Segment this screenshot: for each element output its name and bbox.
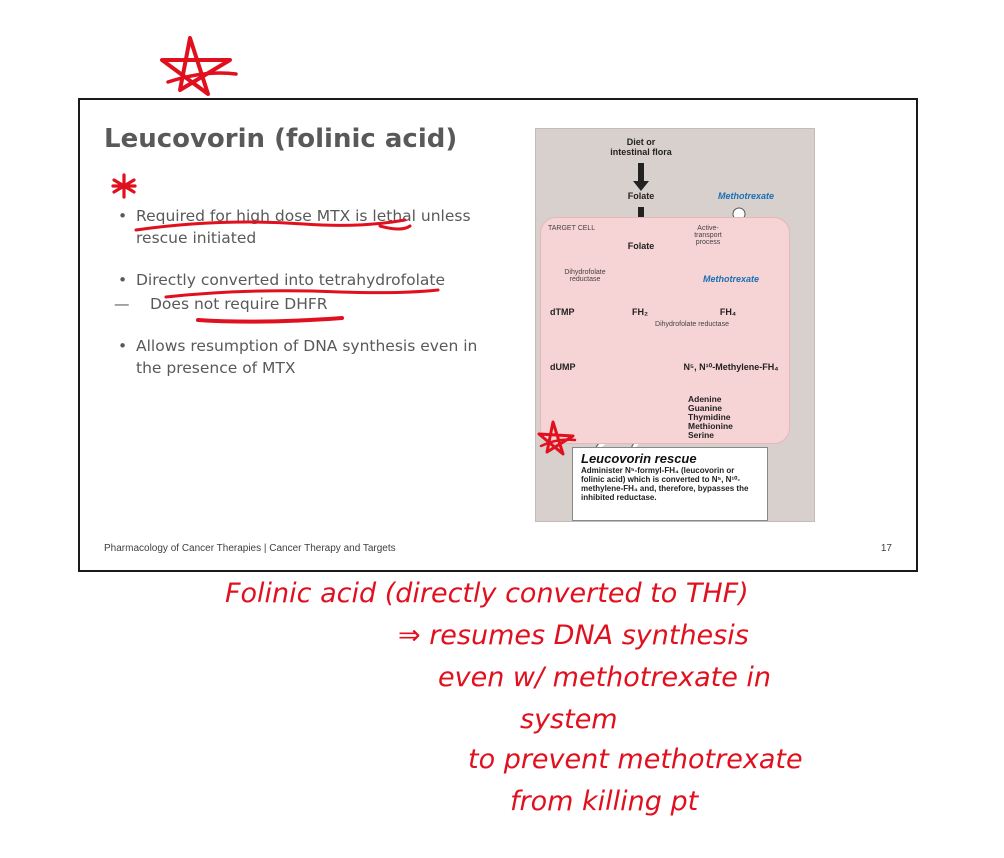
page-number: 17	[880, 543, 892, 554]
star-doodle-icon	[160, 36, 238, 96]
star-doodle-icon	[537, 420, 577, 456]
product-item: Adenine	[688, 394, 722, 404]
product-item: Serine	[688, 430, 714, 440]
handwritten-note-line: ⇒ resumes DNA synthesis	[398, 620, 749, 651]
dhf-reductase-mid-label: Dihydrofolate reductase	[655, 321, 729, 328]
leucovorin-rescue-box: Leucovorin rescue Administer N⁵-formyl-F…	[572, 447, 768, 521]
folate-cell-label: Folate	[627, 241, 655, 251]
folate-pathway-figure: Diet or intestinal flora	[535, 128, 815, 522]
handwritten-note-line: system	[520, 704, 618, 735]
sub-bullet-item: Does not require DHFR	[114, 293, 504, 315]
diet-label: Diet or intestinal flora	[610, 137, 672, 157]
slide-footer: Pharmacology of Cancer Therapies | Cance…	[104, 543, 396, 554]
dtmp-label: dTMP	[550, 307, 575, 317]
product-item: Thymidine	[688, 412, 731, 422]
bullet-list: Required for high dose MTX is lethal unl…	[114, 205, 504, 399]
methotrexate-cell-label: Methotrexate	[702, 274, 759, 284]
fh2-label: FH₂	[632, 307, 648, 317]
products-list: Adenine Guanine Thymidine Methionine Ser…	[688, 395, 768, 440]
dump-label: dUMP	[550, 362, 576, 372]
asterisk-doodle-icon	[111, 173, 137, 199]
active-transport-label: Active- transport process	[694, 225, 722, 246]
methotrexate-top-label: Methotrexate	[717, 191, 774, 201]
product-item: Methionine	[688, 421, 733, 431]
rescue-title: Leucovorin rescue	[581, 451, 697, 466]
product-item: Guanine	[688, 403, 723, 413]
bullet-item: Directly converted into tetrahydrofolate	[114, 269, 504, 291]
bullet-item: Required for high dose MTX is lethal unl…	[114, 205, 504, 249]
dhf-reductase-left-label: Dihydrofolate reductase	[564, 269, 606, 283]
slide: Leucovorin (folinic acid) Required for h…	[78, 98, 918, 572]
rescue-text: Administer N⁵-formyl-FH₄ (leucovorin or …	[581, 466, 749, 502]
target-cell-region	[540, 217, 790, 444]
target-cell-label: TARGET CELL	[548, 225, 596, 232]
bullet-item: Allows resumption of DNA synthesis even …	[114, 335, 504, 379]
methylene-label: N⁵, N¹⁰-Methylene-FH₄	[683, 362, 779, 372]
handwritten-note-line: to prevent methotrexate	[468, 744, 803, 775]
fh4-label: FH₄	[719, 307, 737, 317]
slide-title: Leucovorin (folinic acid)	[104, 124, 458, 154]
handwritten-note-line: from killing pt	[510, 786, 699, 817]
handwritten-note-line: Folinic acid (directly converted to THF)	[225, 578, 749, 609]
handwritten-note-line: even w/ methotrexate in	[438, 662, 772, 693]
folate-top-label: Folate	[627, 191, 655, 201]
